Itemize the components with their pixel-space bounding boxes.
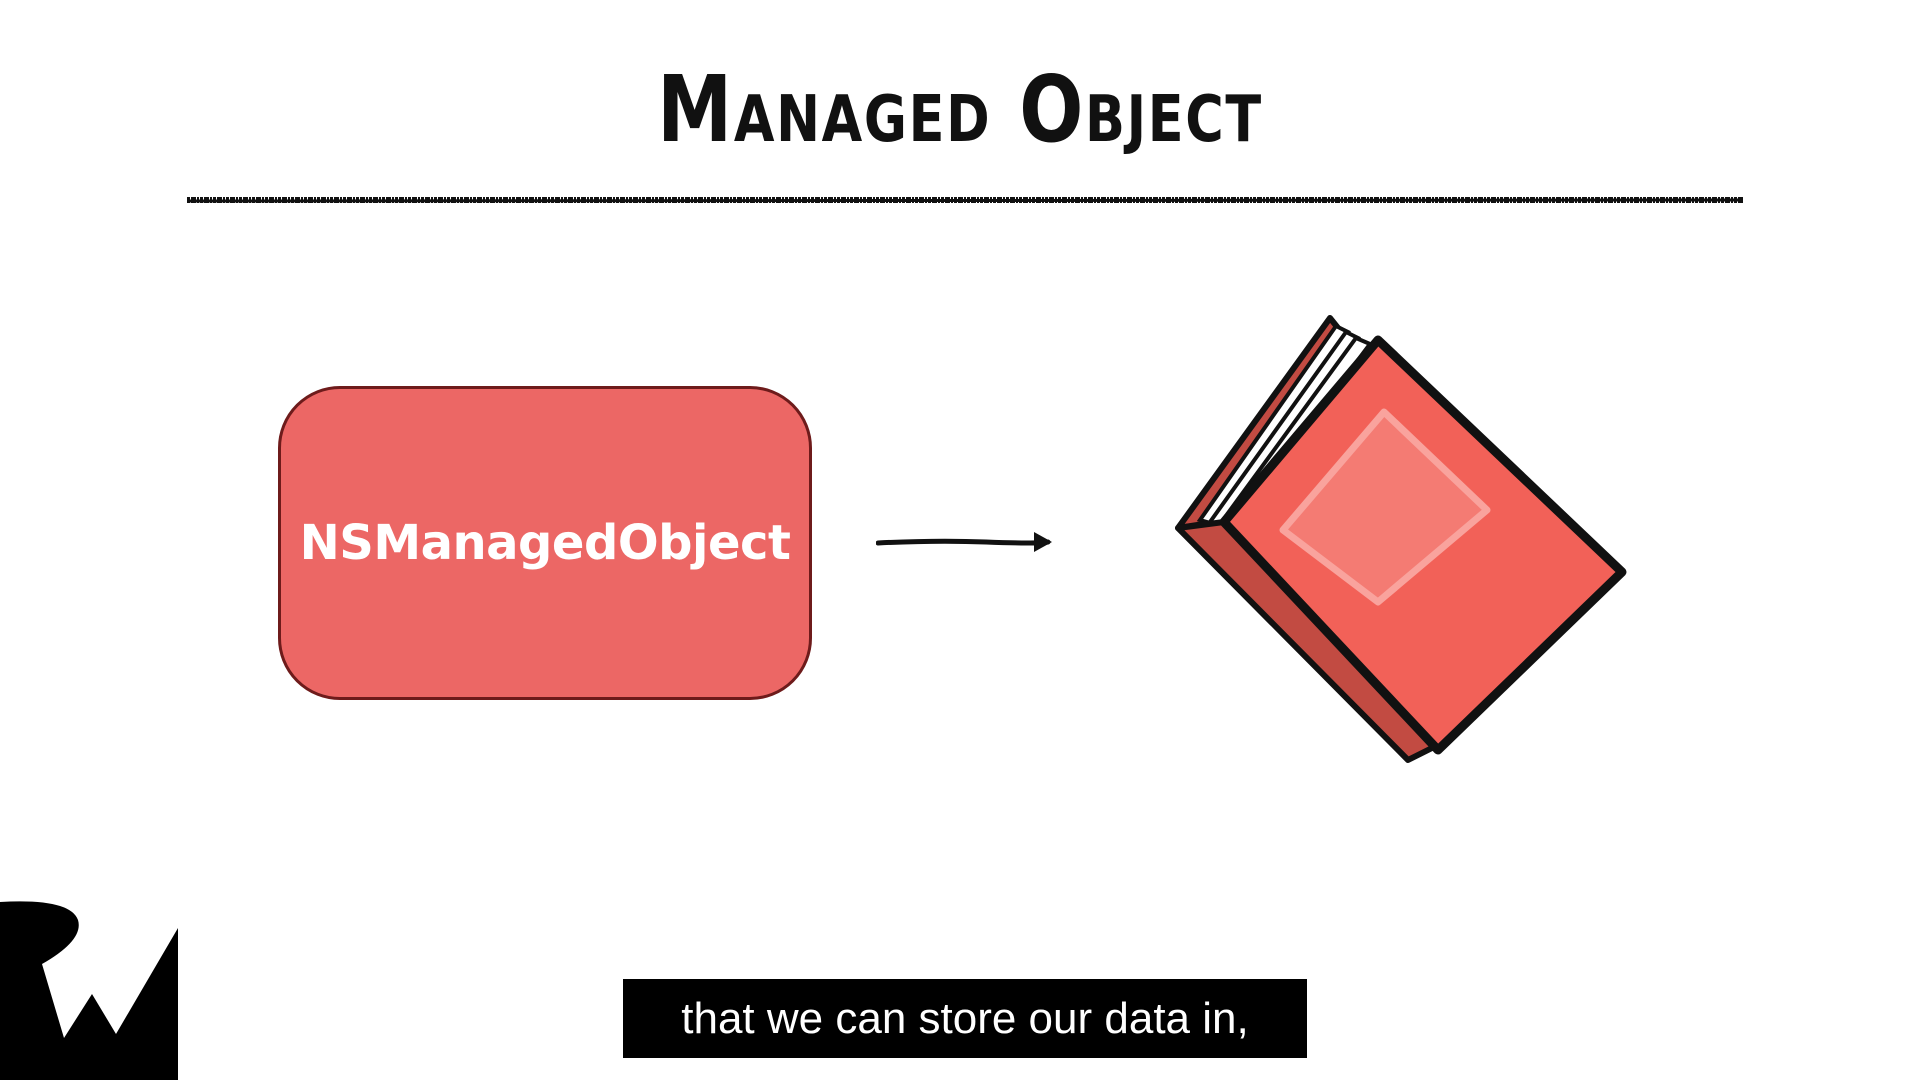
subtitle-caption: that we can store our data in, xyxy=(623,979,1307,1058)
entity-label: NSManagedObject xyxy=(299,515,791,571)
managed-object-box: NSManagedObject xyxy=(278,386,812,700)
slide-title: Managed Object xyxy=(657,56,1263,163)
title-divider xyxy=(187,197,1743,203)
right-arrow-icon xyxy=(876,532,1052,552)
rw-logo-icon xyxy=(0,901,178,1080)
book-icon xyxy=(1175,315,1627,763)
